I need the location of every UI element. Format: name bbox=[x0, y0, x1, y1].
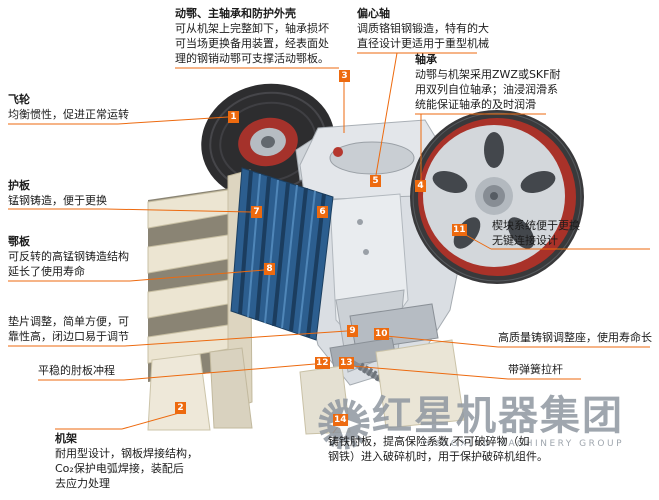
callout-frame: 机架 耐用型设计，钢板焊接结构， Co₂保护电弧焊接，装配后 去应力处理 bbox=[55, 431, 198, 491]
callout-text: 高质量铸钢调整座，使用寿命长 bbox=[498, 331, 652, 344]
callout-toggle-stroke: 平稳的肘板冲程 bbox=[38, 363, 115, 378]
callout-text: 平稳的肘板冲程 bbox=[38, 364, 115, 377]
callout-text: 无键连接设计 bbox=[492, 234, 558, 247]
part-badge-7: 7 bbox=[251, 206, 262, 218]
callout-jaw-plate: 鄂板 可反转的高锰钢铸造结构 延长了使用寿命 bbox=[8, 234, 129, 279]
callout-text: 统能保证轴承的及时润滑 bbox=[415, 98, 536, 111]
callout-title: 轴承 bbox=[415, 53, 437, 66]
part-badge-11: 11 bbox=[452, 224, 467, 236]
callout-text: 延长了使用寿命 bbox=[8, 265, 85, 278]
callout-toggle-plate: 铸铁肘板，提高保险系数,不可破碎物（如 钢铁）进入破碎机时，用于保护破碎机组件。 bbox=[328, 434, 548, 464]
watermark-en: HONGXING MACHINERY GROUP bbox=[422, 439, 624, 449]
callout-text: 垫片调整，简单方便，可 bbox=[8, 315, 129, 328]
callout-shim-adjust: 垫片调整，简单方便，可 靠性高，闭边口易于调节 bbox=[8, 314, 129, 344]
part-badge-2: 2 bbox=[175, 402, 186, 414]
jaw-plates-blue bbox=[230, 167, 334, 341]
callout-spring-rod: 带弹簧拉杆 bbox=[508, 362, 563, 377]
callout-title: 鄂板 bbox=[8, 235, 30, 248]
callout-movable-jaw: 动鄂、主轴承和防护外壳 可从机架上完整卸下，轴承损坏 可当场更换备用装置，经表面… bbox=[175, 6, 329, 66]
callout-title: 动鄂、主轴承和防护外壳 bbox=[175, 7, 296, 20]
part-badge-6: 6 bbox=[317, 206, 328, 218]
part-badge-8: 8 bbox=[264, 263, 275, 275]
part-badge-5: 5 bbox=[370, 175, 381, 187]
part-badge-13: 13 bbox=[339, 357, 354, 369]
callout-text: 可从机架上完整卸下，轴承损坏 bbox=[175, 22, 329, 35]
callout-bearing: 轴承 动鄂与机架采用ZWZ或SKF耐 用双列自位轴承；油浸润滑系 统能保证轴承的… bbox=[415, 52, 560, 112]
callout-text: 锰钢铸造，便于更换 bbox=[8, 194, 107, 207]
part-badge-9: 9 bbox=[347, 325, 358, 337]
callout-text: 理的钢销动鄂可支撑活动鄂板。 bbox=[175, 52, 329, 65]
part-badge-14: 14 bbox=[333, 414, 348, 426]
callout-text: 直径设计更适用于重型机械 bbox=[357, 37, 489, 50]
callout-text: 去应力处理 bbox=[55, 477, 110, 490]
callout-text: 铸铁肘板，提高保险系数,不可破碎物（如 bbox=[328, 435, 530, 448]
callout-text: Co₂保护电弧焊接，装配后 bbox=[55, 462, 184, 475]
callout-text: 可反转的高锰钢铸造结构 bbox=[8, 250, 129, 263]
watermark-text: 红星机器集团 HONGXING MACHINERY GROUP bbox=[372, 394, 624, 449]
callout-text: 可当场更换备用装置，经表面处 bbox=[175, 37, 329, 50]
callout-text: 钢铁）进入破碎机时，用于保护破碎机组件。 bbox=[328, 450, 548, 463]
watermark-cn: 红星机器集团 bbox=[372, 393, 624, 439]
callout-title: 飞轮 bbox=[8, 93, 30, 106]
right-flywheel-icon bbox=[410, 110, 584, 284]
callout-title: 偏心轴 bbox=[357, 7, 390, 20]
callout-text: 耐用型设计，钢板焊接结构， bbox=[55, 447, 198, 460]
callout-text: 动鄂与机架采用ZWZ或SKF耐 bbox=[415, 68, 561, 81]
callout-flywheel: 飞轮 均衡惯性，促进正常运转 bbox=[8, 92, 129, 122]
callout-eccentric-shaft: 偏心轴 调质铬钼钢锻造，特有的大 直径设计更适用于重型机械 bbox=[357, 6, 489, 51]
part-badge-1: 1 bbox=[228, 111, 239, 123]
callout-text: 调质铬钼钢锻造，特有的大 bbox=[357, 22, 489, 35]
part-badge-12: 12 bbox=[315, 357, 330, 369]
part-badge-3: 3 bbox=[339, 70, 350, 82]
callout-text: 带弹簧拉杆 bbox=[508, 363, 563, 376]
part-badge-10: 10 bbox=[374, 328, 389, 340]
callout-guard-plate: 护板 锰钢铸造，便于更换 bbox=[8, 178, 107, 208]
callout-title: 护板 bbox=[8, 179, 30, 192]
callout-title: 机架 bbox=[55, 432, 77, 445]
callout-text: 靠性高，闭边口易于调节 bbox=[8, 330, 129, 343]
callout-text: 楔块系统便于更换 bbox=[492, 219, 580, 232]
callout-text: 均衡惯性，促进正常运转 bbox=[8, 108, 129, 121]
callout-adjust-seat: 高质量铸钢调整座，使用寿命长 bbox=[498, 330, 652, 345]
callout-text: 用双列自位轴承；油浸润滑系 bbox=[415, 83, 558, 96]
part-badge-4: 4 bbox=[415, 180, 426, 192]
callout-wedge-system: 楔块系统便于更换 无键连接设计 bbox=[492, 218, 580, 248]
